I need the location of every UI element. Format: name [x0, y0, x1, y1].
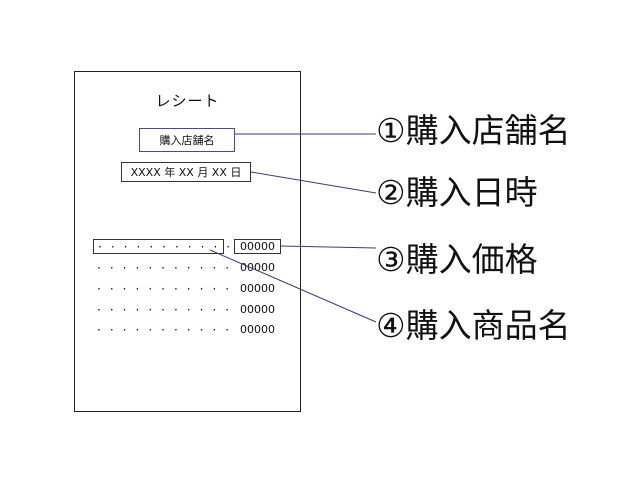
receipt-title: レシート [155, 92, 220, 110]
callout-store-name: ①購入店舗名 [376, 111, 571, 150]
item-price: 00000 [240, 323, 275, 336]
price-box: 00000 [234, 239, 281, 254]
item-dots: · · · · · · · · · · · [97, 323, 232, 337]
callout-item-name: ④購入商品名 [376, 306, 571, 345]
store-name-box: 購入店舗名 [139, 128, 235, 152]
item-name-box: · · · · · · · · · · · [93, 239, 230, 254]
receipt: レシート 購入店舗名 XXXX 年 XX 月 XX 日 · · · · · · … [74, 71, 301, 412]
item-price: 00000 [240, 282, 275, 295]
callout-purchase-price: ③購入価格 [376, 240, 538, 279]
item-price: 00000 [240, 261, 275, 274]
item-dots: · · · · · · · · · · · [97, 282, 232, 296]
item-dots: · · · · · · · · · · · [97, 261, 232, 275]
callout-purchase-datetime: ②購入日時 [376, 173, 538, 212]
purchase-datetime-box: XXXX 年 XX 月 XX 日 [121, 162, 251, 182]
item-dots: · · · · · · · · · · · [98, 239, 233, 254]
item-dots: · · · · · · · · · · · [97, 303, 232, 317]
item-price: 00000 [240, 303, 275, 316]
